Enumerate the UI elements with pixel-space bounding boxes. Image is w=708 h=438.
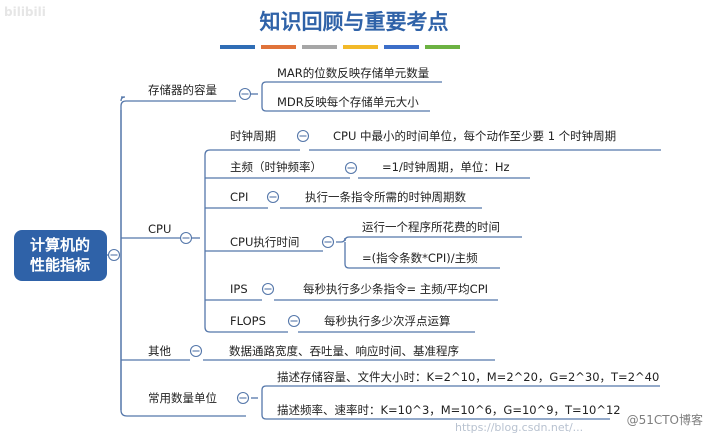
- page-title: 知识回顾与重要考点: [260, 9, 449, 34]
- collapse-icon[interactable]: [344, 161, 358, 175]
- brand-watermark: @51CTO博客: [627, 412, 703, 427]
- cpu-exec-label: CPU执行时间: [230, 235, 299, 249]
- collapse-icon[interactable]: [238, 87, 252, 101]
- connectors: [107, 81, 661, 420]
- cpu-flops-detail: 每秒执行多少次浮点运算: [324, 314, 451, 328]
- units-freq-detail: 描述频率、速率时：K=10^3，M=10^6，G=10^9，T=10^12: [277, 403, 621, 417]
- bilibili-watermark: bilibili: [4, 5, 46, 19]
- cpu-freq-label: 主频（时钟频率）: [230, 160, 322, 174]
- units-storage-detail: 描述存储容量、文件大小时：K=2^10，M=2^20，G=2^30，T=2^40: [277, 370, 659, 384]
- url-watermark: https://blog.csdn.net/...: [455, 421, 583, 434]
- title-bar-segment: [384, 45, 419, 49]
- title-bar-segment: [343, 45, 378, 49]
- cpu-cpi-detail: 执行一条指令所需的时钟周期数: [305, 190, 466, 204]
- cpu-ips-label: IPS: [230, 282, 248, 296]
- cpu-flops-label: FLOPS: [230, 314, 266, 328]
- collapse-icon[interactable]: [266, 190, 280, 204]
- collapse-icon[interactable]: [287, 314, 301, 328]
- collapse-icon[interactable]: [261, 282, 275, 296]
- title-bar-segment: [425, 45, 460, 49]
- collapse-icon[interactable]: [236, 391, 250, 405]
- cpu-exec-detail-2: =(指令条数*CPI)/主频: [362, 251, 478, 265]
- other-detail: 数据通路宽度、吞吐量、响应时间、基准程序: [229, 344, 459, 358]
- storage-item-mdr: MDR反映每个存储单元大小: [277, 95, 419, 109]
- title-bar-segment: [261, 45, 296, 49]
- branch-cpu-label: CPU: [148, 222, 171, 236]
- branch-units-label: 常用数量单位: [148, 391, 217, 405]
- collapse-icon[interactable]: [107, 248, 121, 262]
- collapse-icon[interactable]: [296, 129, 310, 143]
- cpu-clock-label: 时钟周期: [230, 129, 276, 143]
- cpu-ips-detail: 每秒执行多少条指令= 主频/平均CPI: [303, 282, 488, 296]
- root-label-line2: 性能指标: [30, 256, 90, 274]
- cpu-clock-detail: CPU 中最小的时间单位，每个动作至少要 1 个时钟周期: [333, 129, 616, 143]
- collapse-icon[interactable]: [321, 235, 335, 249]
- branch-other-label: 其他: [148, 344, 171, 358]
- title-bar-segment: [302, 45, 337, 49]
- title-bar-segment: [220, 45, 255, 49]
- cpu-exec-detail-1: 运行一个程序所花费的时间: [362, 220, 500, 234]
- cpu-cpi-label: CPI: [230, 190, 248, 204]
- collapse-icon[interactable]: [189, 344, 203, 358]
- branch-storage-label: 存储器的容量: [148, 83, 217, 97]
- root-node[interactable]: 计算机的 性能指标: [14, 230, 107, 281]
- storage-item-mar: MAR的位数反映存储单元数量: [277, 66, 429, 80]
- root-label-line1: 计算机的: [30, 236, 90, 254]
- cpu-freq-detail: =1/时钟周期，单位：Hz: [382, 160, 510, 174]
- title-color-bar: [220, 45, 460, 49]
- collapse-icon[interactable]: [179, 231, 193, 245]
